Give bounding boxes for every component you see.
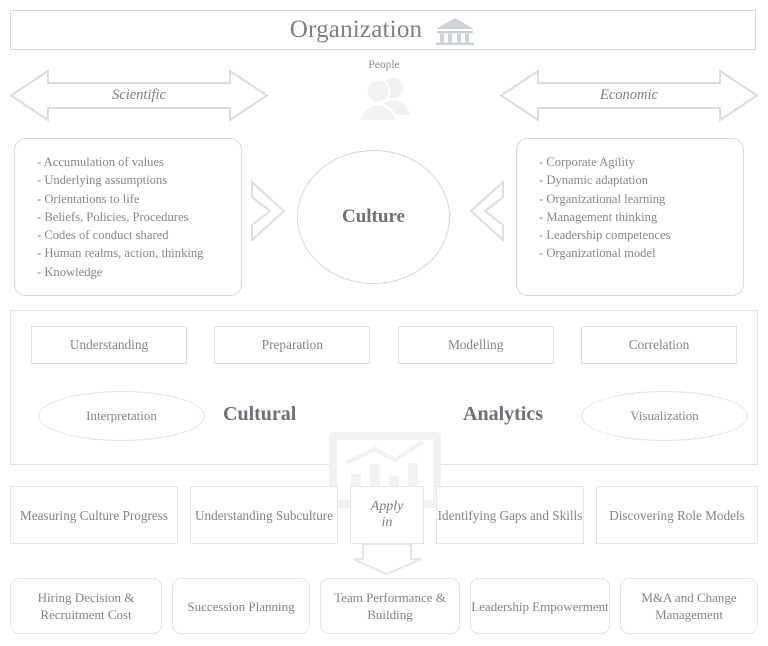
people-group-icon (337, 73, 431, 128)
application-areas-row: Measuring Culture Progress Understanding… (10, 486, 758, 575)
outcome-box[interactable]: M&A and Change Management (620, 578, 758, 634)
economic-attributes-panel: - Corporate Agility - Dynamic adaptation… (516, 138, 744, 296)
bank-building-icon (434, 16, 476, 51)
analytics-heading: Analytics (463, 403, 543, 425)
list-item: - Beliefs, Policies, Procedures (37, 209, 189, 224)
analytics-step-box[interactable]: Modelling (397, 326, 554, 364)
cultural-heading: Cultural (223, 403, 297, 425)
culture-label: Culture (342, 206, 405, 227)
scientific-attributes-panel: - Accumulation of values - Underlying as… (14, 138, 242, 296)
list-item: - Knowledge (37, 264, 103, 279)
interpretation-ellipse[interactable]: Interpretation (38, 391, 205, 441)
visualization-ellipse[interactable]: Visualization (581, 391, 748, 441)
list-item: - Dynamic adaptation (539, 173, 649, 188)
list-item: - Accumulation of values (37, 155, 164, 169)
list-item: - Organizational learning (539, 191, 666, 206)
outcome-box[interactable]: Team Performance & Building (320, 578, 460, 634)
people-group: People (337, 58, 431, 128)
list-item: - Corporate Agility (539, 155, 635, 169)
people-label: People (368, 59, 400, 71)
economic-attributes-list: - Corporate Agility - Dynamic adaptation… (539, 153, 743, 263)
economic-arrow: Economic (500, 68, 758, 123)
analytics-center-row: Interpretation Cultural Analytics Visual… (11, 375, 757, 524)
list-item: - Management thinking (539, 209, 658, 224)
economic-label: Economic (600, 87, 658, 103)
apply-in-box: Apply in (350, 486, 424, 544)
chevron-right-icon (249, 180, 287, 242)
cultural-analytics-band: Understanding Preparation Modelling Corr… (10, 310, 758, 524)
page-title: Organization (289, 16, 423, 43)
analytics-step-box[interactable]: Preparation (214, 326, 371, 364)
apply-label: Apply (370, 499, 404, 514)
outcome-box[interactable]: Hiring Decision & Recruitment Cost (10, 578, 162, 634)
arrow-down-icon (350, 543, 424, 575)
outcome-box[interactable]: Leadership Empowerment (470, 578, 610, 634)
scientific-arrow: Scientific (10, 68, 268, 123)
outcomes-row: Hiring Decision & Recruitment Cost Succe… (10, 578, 758, 636)
scientific-label: Scientific (112, 87, 166, 103)
organization-header: Organization (10, 10, 756, 50)
culture-circle: Culture (297, 150, 450, 284)
application-area-box[interactable]: Understanding Subculture (190, 486, 338, 544)
analytics-steps-row: Understanding Preparation Modelling Corr… (11, 326, 757, 364)
scientific-attributes-list: - Accumulation of values - Underlying as… (37, 153, 241, 281)
application-area-box[interactable]: Discovering Role Models (596, 486, 758, 544)
list-item: - Leadership competences (539, 228, 671, 243)
list-item: - Human realms, action, thinking (37, 246, 204, 261)
list-item: - Orientations to life (37, 191, 140, 206)
analytics-step-box[interactable]: Understanding (31, 326, 187, 364)
list-item: - Codes of conduct shared (37, 228, 169, 243)
list-item: - Underlying assumptions (37, 173, 168, 188)
chevron-left-icon (468, 180, 506, 242)
application-area-box[interactable]: Measuring Culture Progress (10, 486, 178, 544)
list-item: - Organizational model (539, 246, 656, 261)
application-area-box[interactable]: Identifying Gaps and Skills (436, 486, 584, 544)
analytics-step-box[interactable]: Correlation (580, 326, 737, 364)
in-label: in (381, 515, 393, 530)
outcome-box[interactable]: Succession Planning (172, 578, 310, 634)
